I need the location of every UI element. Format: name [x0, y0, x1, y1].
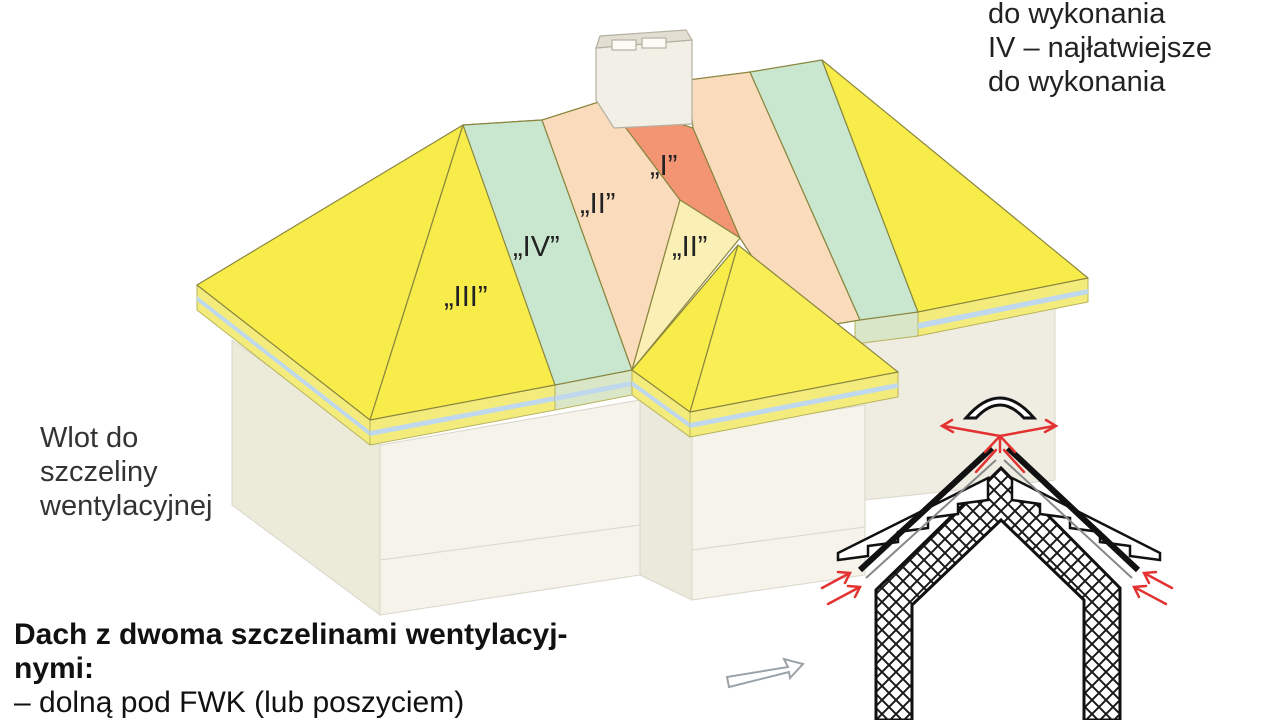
- pointer-arrow-icon: [725, 657, 805, 689]
- zone-iii-right-hip: [821, 59, 1089, 313]
- ridge-cap: [962, 396, 1038, 420]
- zone-label-ii-left: „II”: [580, 188, 615, 220]
- roof-section-detail: [820, 396, 1174, 720]
- chimney: [595, 29, 694, 129]
- house-walls: [231, 299, 1056, 616]
- membrane-left: [857, 445, 995, 573]
- inlet-label-line: wentylacyjnej: [40, 490, 213, 522]
- legend-line-2: IV – najłatwiejsze: [988, 32, 1213, 64]
- zone-label-iii: „III”: [444, 281, 488, 313]
- zone-label-iv: „IV”: [513, 231, 560, 263]
- caption-item-1: – dolną pod FWK (lub poszyciem): [14, 686, 465, 719]
- inlet-label: Wlot do szczeliny wentylacyjnej: [40, 421, 212, 523]
- inlet-label-line: Wlot do: [40, 422, 139, 454]
- roof-fascia: [196, 277, 1089, 447]
- inlet-label-line: szczeliny: [40, 456, 158, 488]
- zone-ii-valley: [631, 199, 741, 371]
- legend-line-3: do wykonania: [988, 66, 1166, 98]
- caption-title-line-1: Dach z dwoma szczelinami wentylacyj-: [14, 618, 568, 651]
- legend-line-1: do wykonania: [988, 0, 1166, 30]
- caption: Dach z dwoma szczelinami wentylacyj- nym…: [14, 618, 714, 720]
- membrane-right: [1005, 445, 1141, 573]
- caption-title-line-2: nymi:: [14, 652, 95, 685]
- zone-label-ii-valley: „II”: [672, 231, 707, 263]
- roof-surfaces: [196, 59, 1089, 421]
- zone-label-i: „I”: [650, 150, 677, 182]
- airflow-arrows: [820, 418, 1174, 606]
- insulation-layer: [874, 465, 1122, 720]
- front-gable-roof: [631, 244, 899, 413]
